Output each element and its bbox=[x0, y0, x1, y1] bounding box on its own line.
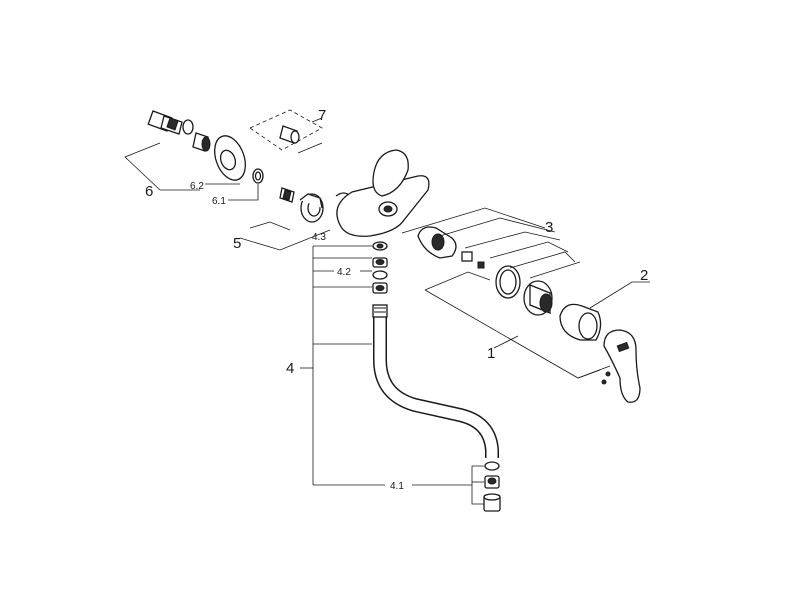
nut-part-4-2-a bbox=[372, 257, 388, 268]
leader-3-d bbox=[509, 251, 576, 269]
label-3: 3 bbox=[545, 219, 553, 236]
nut-part-6 bbox=[192, 132, 211, 152]
label-7: 7 bbox=[318, 107, 326, 124]
fitting-part-7 bbox=[279, 125, 300, 144]
gasket-part-4-3 bbox=[372, 241, 388, 251]
leader-1-top bbox=[424, 271, 491, 291]
cartridge-part-3 bbox=[417, 226, 485, 269]
label-2: 2 bbox=[640, 267, 648, 284]
threaded-sleeve-part-3 bbox=[523, 280, 553, 316]
label-4-2: 4.2 bbox=[337, 267, 351, 278]
leader-3-b bbox=[464, 231, 561, 249]
seal-ring-part-6-1 bbox=[252, 168, 264, 184]
mixer-body-part bbox=[336, 149, 430, 237]
leader-3-e bbox=[529, 261, 581, 279]
eccentric-connector-part bbox=[147, 110, 194, 135]
leader-4-1-bracket bbox=[471, 465, 484, 505]
spout-tube-part-4 bbox=[372, 304, 499, 458]
leader-5 bbox=[249, 221, 291, 231]
leader-5-b bbox=[239, 229, 331, 251]
label-4-3: 4.3 bbox=[312, 232, 326, 243]
label-6: 6 bbox=[145, 183, 153, 200]
group-7-dashed-frame bbox=[249, 109, 323, 151]
label-6-2: 6.2 bbox=[190, 181, 204, 192]
o-ring-part-3 bbox=[495, 265, 521, 299]
aerator-insert-part-4-1 bbox=[484, 475, 500, 489]
leader-3-a bbox=[439, 217, 556, 237]
lever-handle-part bbox=[601, 329, 641, 403]
rosette-part-6-2 bbox=[214, 135, 246, 181]
cap-nut-part-5 bbox=[299, 193, 324, 223]
ring-part-4-2 bbox=[372, 270, 388, 280]
leader-1-pointer bbox=[493, 335, 519, 349]
aerator-housing-part-4-1 bbox=[483, 493, 501, 512]
label-5: 5 bbox=[233, 235, 241, 252]
leader-3-top bbox=[401, 207, 546, 234]
label-4: 4 bbox=[286, 360, 294, 377]
leader-6 bbox=[124, 142, 161, 191]
label-1: 1 bbox=[487, 345, 495, 362]
label-4-1: 4.1 bbox=[390, 481, 404, 492]
label-6-1: 6.1 bbox=[212, 196, 226, 207]
leader-6-1 bbox=[228, 184, 259, 201]
leader-2 bbox=[589, 281, 650, 309]
aerator-ring-part-4-1 bbox=[484, 461, 500, 471]
nut-part-4-2-b bbox=[372, 282, 388, 294]
leader-7-b bbox=[297, 142, 323, 154]
leader-7 bbox=[311, 117, 323, 123]
leader-3-c bbox=[489, 241, 569, 259]
eccentric-part-5 bbox=[279, 187, 295, 203]
cover-sleeve-part-2 bbox=[559, 303, 602, 341]
leader-1-side bbox=[577, 365, 611, 379]
